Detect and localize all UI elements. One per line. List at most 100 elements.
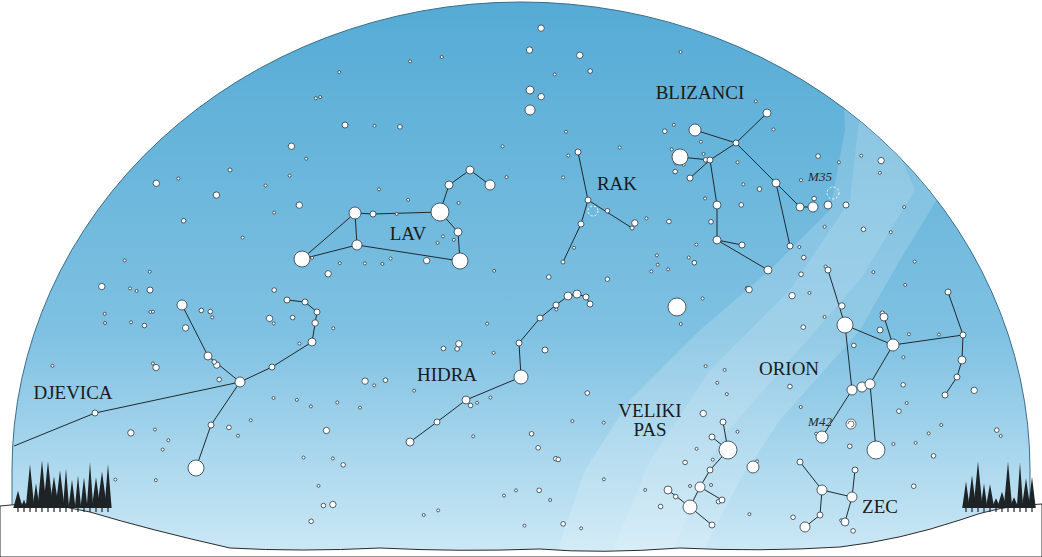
tree — [63, 469, 69, 512]
star — [317, 484, 320, 487]
constellation-line — [563, 152, 588, 262]
star — [204, 352, 212, 360]
star — [878, 171, 881, 174]
star — [319, 96, 322, 99]
star — [695, 482, 705, 492]
star — [485, 180, 495, 190]
star — [452, 238, 455, 241]
star — [228, 168, 232, 172]
constellation-lines — [14, 113, 963, 527]
constellation-line — [196, 382, 240, 468]
star — [704, 365, 707, 368]
star — [128, 430, 134, 436]
constellation-name: VELIKI PAS — [615, 401, 685, 439]
background-stars — [51, 25, 1002, 533]
star — [994, 428, 999, 433]
star — [940, 424, 943, 427]
star — [999, 434, 1002, 437]
star — [456, 341, 462, 347]
constellation-line — [945, 292, 963, 395]
star — [702, 152, 705, 155]
constellation-name: HIDRA — [417, 365, 477, 384]
star — [799, 179, 802, 182]
star — [288, 174, 291, 177]
star — [739, 203, 744, 208]
star — [308, 338, 316, 346]
star — [321, 503, 326, 508]
star — [852, 343, 857, 348]
star — [264, 184, 267, 187]
star — [235, 377, 245, 387]
star — [561, 522, 566, 527]
star — [237, 434, 240, 437]
star — [378, 188, 381, 191]
star — [903, 206, 906, 209]
star — [880, 313, 888, 321]
star — [167, 439, 170, 442]
star — [672, 149, 688, 165]
star — [349, 207, 361, 219]
star — [182, 325, 188, 331]
star — [865, 379, 875, 389]
star — [302, 456, 305, 459]
cluster-marker — [827, 187, 839, 199]
star — [602, 421, 605, 424]
star — [567, 154, 570, 157]
tree — [1028, 477, 1035, 512]
star — [51, 364, 54, 367]
star — [632, 220, 638, 226]
star — [562, 176, 565, 179]
star — [707, 157, 713, 163]
star — [553, 302, 559, 308]
star — [153, 364, 159, 370]
star — [296, 202, 302, 208]
star — [860, 154, 863, 157]
star — [472, 435, 475, 438]
star — [931, 454, 936, 459]
star — [373, 124, 376, 127]
star — [493, 269, 496, 272]
star — [817, 512, 823, 518]
star — [801, 255, 806, 260]
constellation-name: LAV — [390, 224, 427, 243]
star — [217, 377, 222, 382]
star — [338, 262, 341, 265]
star — [709, 522, 715, 528]
star — [407, 198, 410, 201]
star — [395, 212, 398, 215]
star — [736, 430, 739, 433]
star — [352, 240, 362, 250]
star — [824, 201, 832, 209]
constellation-line — [588, 200, 632, 228]
star — [153, 428, 156, 431]
star — [687, 175, 693, 181]
star — [670, 148, 673, 151]
star — [695, 447, 698, 450]
star — [370, 211, 376, 217]
star — [742, 183, 745, 186]
star — [309, 405, 312, 408]
star — [689, 124, 701, 136]
star — [736, 161, 739, 164]
star — [585, 391, 590, 396]
constellation-line — [822, 270, 852, 437]
star — [526, 47, 532, 53]
star — [288, 143, 294, 149]
star — [440, 56, 443, 59]
star — [699, 140, 702, 143]
star — [945, 289, 951, 295]
star — [679, 50, 682, 53]
constellation-line — [710, 160, 768, 270]
star — [897, 409, 902, 414]
star — [468, 403, 473, 408]
star — [383, 378, 388, 383]
star — [719, 497, 725, 503]
star — [514, 489, 517, 492]
star — [847, 444, 852, 449]
object-label: M42 — [808, 415, 832, 428]
star — [476, 401, 479, 404]
star — [161, 448, 164, 451]
star — [564, 292, 572, 300]
star — [290, 315, 295, 320]
